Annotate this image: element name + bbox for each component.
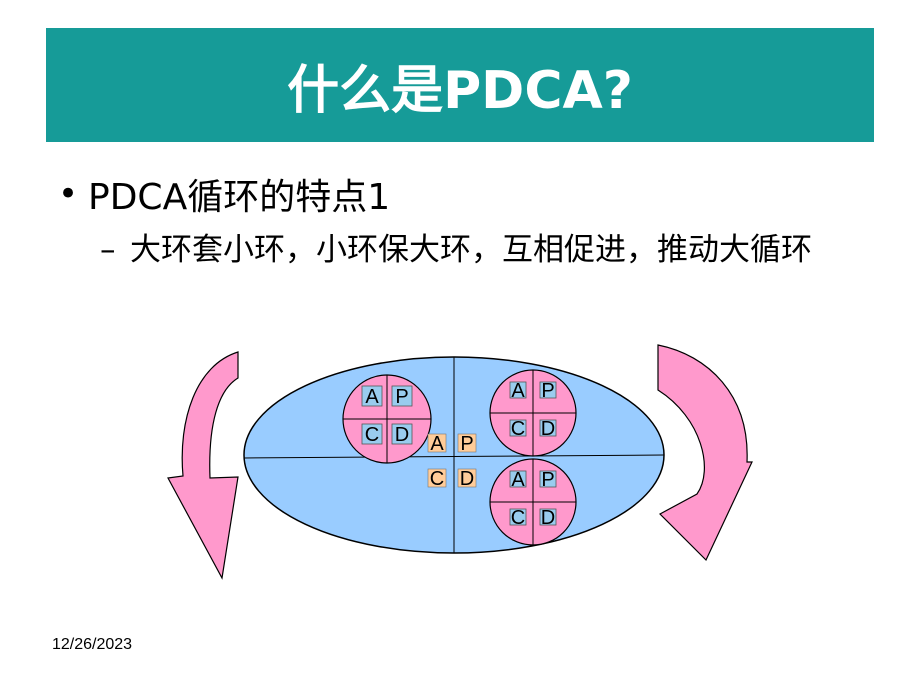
sub-bullet-text: 大环套小环，小环保大环，互相促进，推动大循环: [130, 232, 812, 268]
pdca-label-p: P: [395, 386, 408, 408]
center-label-c: C: [430, 468, 444, 490]
center-label-box: [457, 468, 477, 488]
pdca-label-a: A: [511, 469, 525, 491]
pdca-label-p: P: [541, 380, 554, 402]
pdca-label-a: A: [365, 386, 379, 408]
pdca-label-d: D: [541, 418, 555, 440]
slide-date: 12/26/2023: [52, 636, 133, 653]
sub-bullet-marker: –: [100, 232, 116, 268]
center-label-a: A: [430, 433, 444, 455]
ellipse-horizontal-divider: [243, 454, 665, 459]
bullet-item: • PDCA循环的特点1: [58, 168, 390, 220]
label-box: [361, 423, 383, 445]
pdca-label-p: P: [541, 469, 554, 491]
pdca-label-c: C: [365, 424, 379, 446]
label-box: [509, 419, 527, 437]
label-box: [391, 423, 413, 445]
center-label-box: [427, 468, 447, 488]
pdca-label-d: D: [541, 507, 555, 529]
label-box: [539, 508, 557, 526]
title-bar: 什么是PDCA?: [46, 28, 874, 142]
pdca-label-c: C: [511, 507, 525, 529]
label-box: [509, 470, 527, 488]
pdca-label-a: A: [511, 380, 525, 402]
left-cycle-arrow: [167, 351, 239, 580]
slide-title: 什么是PDCA?: [287, 60, 633, 121]
label-box: [361, 385, 383, 407]
label-box: [539, 419, 557, 437]
label-box: [509, 381, 527, 399]
right-cycle-arrow: [657, 344, 753, 562]
sub-bullet-item: – 大环套小环，小环保大环，互相促进，推动大循环: [100, 226, 860, 274]
pdca-label-d: D: [395, 424, 409, 446]
center-label-d: D: [460, 468, 474, 490]
center-label-box: [457, 433, 477, 453]
center-label-box: [427, 433, 447, 453]
label-box: [539, 381, 557, 399]
bullet-text: PDCA循环的特点1: [88, 177, 391, 218]
label-box: [539, 470, 557, 488]
pdca-label-c: C: [511, 418, 525, 440]
label-box: [391, 385, 413, 407]
center-label-p: P: [460, 433, 473, 455]
bullet-marker: •: [58, 174, 79, 214]
label-box: [509, 508, 527, 526]
